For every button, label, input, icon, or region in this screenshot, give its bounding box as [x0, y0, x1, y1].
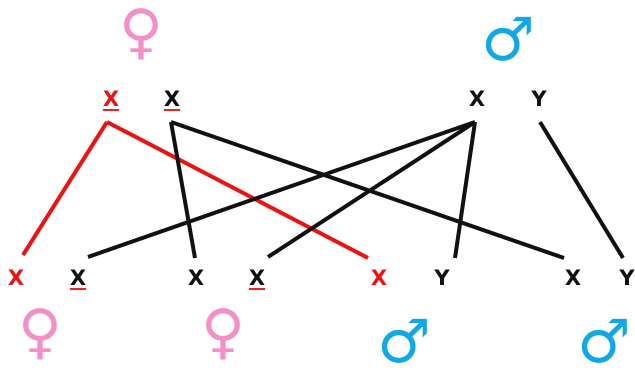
- child1-chromosome-1: X: [7, 266, 25, 290]
- line-mother-x2-to-child2: [169, 121, 197, 259]
- line-father-y-to-child4: [538, 120, 625, 260]
- child2-chromosome-1: X: [187, 266, 205, 290]
- line-father-y-to-child3: [453, 121, 477, 259]
- child1-chromosome-2: X: [69, 266, 87, 290]
- child4-chromosome-1: X: [564, 266, 582, 290]
- male-symbol-icon: ♂: [577, 307, 631, 377]
- line-father-x-to-child1: [87, 120, 476, 259]
- female-symbol-icon: ♀: [201, 297, 245, 367]
- female-symbol-icon: ♀: [18, 297, 62, 367]
- male-symbol-icon: ♂: [377, 307, 431, 377]
- female-symbol-icon: ♀: [119, 0, 163, 67]
- child2-chromosome-2: X: [248, 266, 266, 290]
- father-chromosome-y: Y: [531, 87, 547, 111]
- line-father-x-to-child2: [266, 120, 477, 259]
- child3-chromosome-2: Y: [434, 266, 450, 290]
- mother-chromosome-x2: X: [163, 87, 181, 111]
- line-mother-x1-to-child1: [21, 120, 109, 257]
- mother-chromosome-x1: X: [102, 87, 120, 111]
- child4-chromosome-2: Y: [619, 266, 635, 290]
- line-mother-x1-to-child3: [106, 120, 369, 260]
- male-symbol-icon: ♂: [481, 5, 535, 75]
- father-chromosome-x: X: [468, 87, 486, 111]
- child3-chromosome-1: X: [370, 266, 388, 290]
